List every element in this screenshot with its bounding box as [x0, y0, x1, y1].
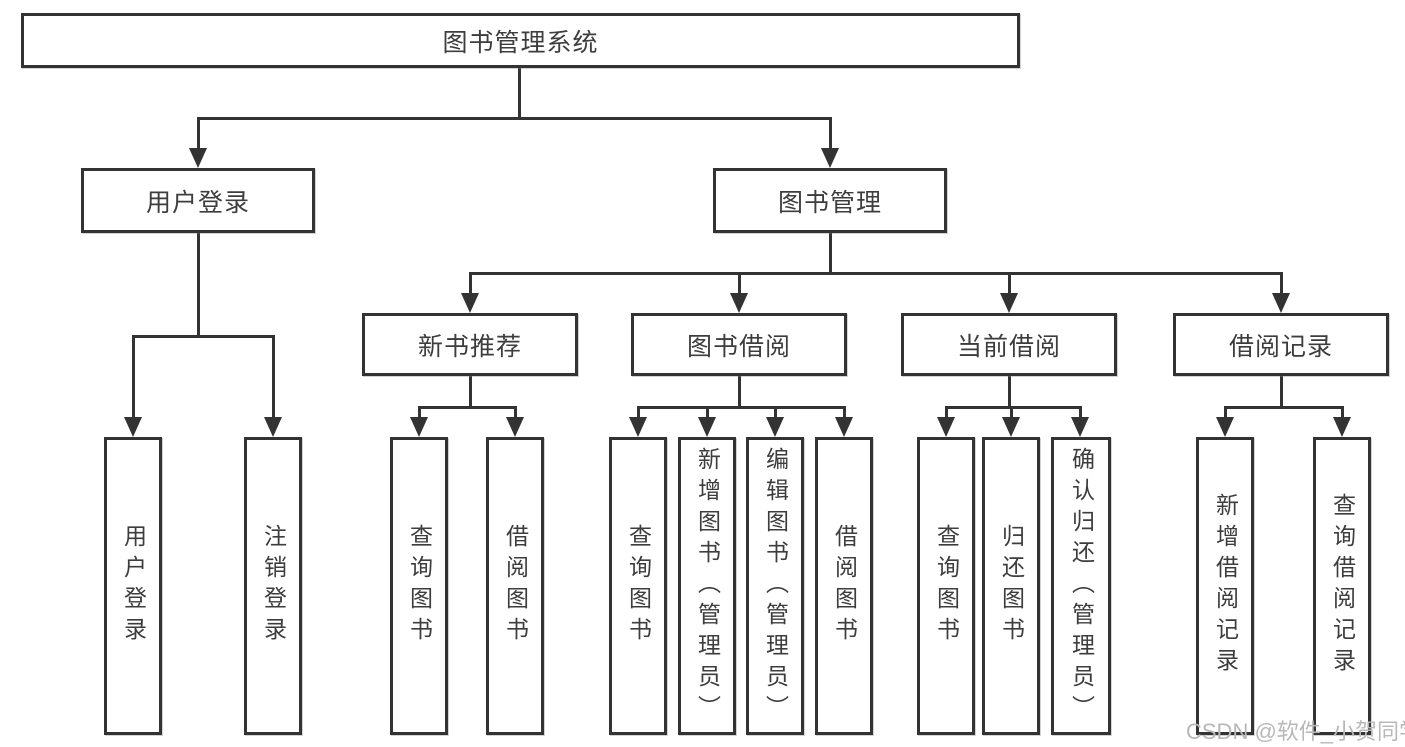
- arrow-down-icon: [629, 417, 647, 437]
- arrow-down-icon: [1002, 417, 1020, 437]
- leaf-borrowing-query-books-label: 查询图书: [625, 524, 652, 648]
- leaf-borrowing-edit-books-admin: 编辑图书（管理员）: [746, 437, 804, 735]
- connector-line: [1341, 406, 1344, 418]
- connector-line: [637, 406, 846, 409]
- arrow-down-icon: [937, 417, 955, 437]
- leaf-borrowing-add-books-admin: 新增图书（管理员）: [678, 437, 736, 735]
- arrow-down-icon: [1272, 293, 1290, 313]
- arrow-down-icon: [410, 417, 428, 437]
- node-library-management-system: 图书管理系统: [21, 13, 1020, 68]
- arrow-down-icon: [835, 417, 853, 437]
- leaf-newbook-query-books: 查询图书: [390, 437, 448, 735]
- node-new-book-recommendation-label: 新书推荐: [417, 332, 522, 361]
- leaf-records-query-record: 查询借阅记录: [1313, 437, 1371, 735]
- node-borrowing-records-label: 借阅记录: [1228, 332, 1333, 361]
- leaf-newbook-borrow-books: 借阅图书: [486, 437, 544, 735]
- connector-line: [518, 68, 521, 120]
- arrow-down-icon: [766, 417, 784, 437]
- leaf-user-login: 用户登录: [104, 437, 162, 735]
- node-new-book-recommendation: 新书推荐: [362, 313, 578, 376]
- connector-line: [197, 117, 200, 149]
- arrow-down-icon: [189, 148, 207, 168]
- connector-line: [738, 272, 741, 294]
- connector-line: [706, 406, 709, 418]
- node-book-management-label: 图书管理: [777, 188, 882, 217]
- csdn-watermark: CSDN @软件_小贺同学: [1186, 719, 1405, 744]
- connector-line: [418, 406, 517, 409]
- connector-line: [272, 335, 275, 418]
- arrow-down-icon: [730, 293, 748, 313]
- connector-line: [197, 117, 831, 120]
- leaf-user-login-label: 用户登录: [120, 524, 147, 648]
- connector-line: [945, 406, 1082, 409]
- node-book-management: 图书管理: [713, 168, 947, 233]
- arrow-down-icon: [461, 293, 479, 313]
- node-borrowing-records: 借阅记录: [1173, 313, 1389, 376]
- connector-line: [738, 376, 741, 408]
- leaf-borrowing-add-books-admin-label: 新增图书（管理员）: [694, 446, 721, 726]
- connector-line: [829, 117, 832, 149]
- leaf-current-confirm-return-admin: 确认归还（管理员）: [1051, 437, 1111, 735]
- leaf-records-add-record: 新增借阅记录: [1196, 437, 1254, 735]
- connector-line: [1224, 406, 1227, 418]
- node-book-borrowing-label: 图书借阅: [686, 332, 791, 361]
- connector-line: [1224, 406, 1343, 409]
- leaf-current-confirm-return-admin-label: 确认归还（管理员）: [1068, 446, 1095, 726]
- arrow-down-icon: [821, 148, 839, 168]
- arrow-down-icon: [124, 417, 142, 437]
- connector-line: [829, 233, 832, 274]
- leaf-records-add-record-label: 新增借阅记录: [1212, 493, 1239, 679]
- arrow-down-icon: [698, 417, 716, 437]
- connector-line: [132, 335, 135, 418]
- leaf-newbook-query-books-label: 查询图书: [406, 524, 433, 648]
- node-user-login-label: 用户登录: [145, 188, 250, 217]
- connector-line: [514, 406, 517, 418]
- connector-line: [1079, 406, 1082, 418]
- connector-line: [1008, 376, 1011, 408]
- connector-line: [945, 406, 948, 418]
- leaf-logout-label: 注销登录: [260, 524, 287, 648]
- leaf-logout: 注销登录: [244, 437, 302, 735]
- leaf-records-query-record-label: 查询借阅记录: [1329, 493, 1356, 679]
- leaf-current-return-books-label: 归还图书: [998, 524, 1025, 648]
- leaf-borrowing-borrow-books: 借阅图书: [815, 437, 873, 735]
- leaf-current-query-books: 查询图书: [917, 437, 975, 735]
- leaf-current-query-books-label: 查询图书: [933, 524, 960, 648]
- node-library-management-system-label: 图书管理系统: [442, 28, 599, 57]
- connector-line: [197, 233, 200, 337]
- connector-line: [1008, 272, 1011, 294]
- arrow-down-icon: [1216, 417, 1234, 437]
- arrow-down-icon: [264, 417, 282, 437]
- connector-line: [469, 272, 1283, 275]
- connector-line: [132, 335, 275, 338]
- leaf-current-return-books: 归还图书: [982, 437, 1040, 735]
- connector-line: [418, 406, 421, 418]
- arrow-down-icon: [1333, 417, 1351, 437]
- connector-line: [469, 376, 472, 408]
- node-current-borrowing: 当前借阅: [901, 313, 1117, 376]
- arrow-down-icon: [1071, 417, 1089, 437]
- leaf-borrowing-edit-books-admin-label: 编辑图书（管理员）: [762, 446, 789, 726]
- connector-line: [1010, 406, 1013, 418]
- node-current-borrowing-label: 当前借阅: [956, 332, 1061, 361]
- connector-line: [1280, 376, 1283, 408]
- arrow-down-icon: [506, 417, 524, 437]
- leaf-borrowing-borrow-books-label: 借阅图书: [831, 524, 858, 648]
- connector-line: [843, 406, 846, 418]
- leaf-borrowing-query-books: 查询图书: [609, 437, 667, 735]
- leaf-newbook-borrow-books-label: 借阅图书: [502, 524, 529, 648]
- node-book-borrowing: 图书借阅: [631, 313, 847, 376]
- connector-line: [637, 406, 640, 418]
- connector-line: [469, 272, 472, 294]
- arrow-down-icon: [1000, 293, 1018, 313]
- connector-line: [774, 406, 777, 418]
- node-user-login: 用户登录: [81, 168, 315, 233]
- connector-line: [1280, 272, 1283, 294]
